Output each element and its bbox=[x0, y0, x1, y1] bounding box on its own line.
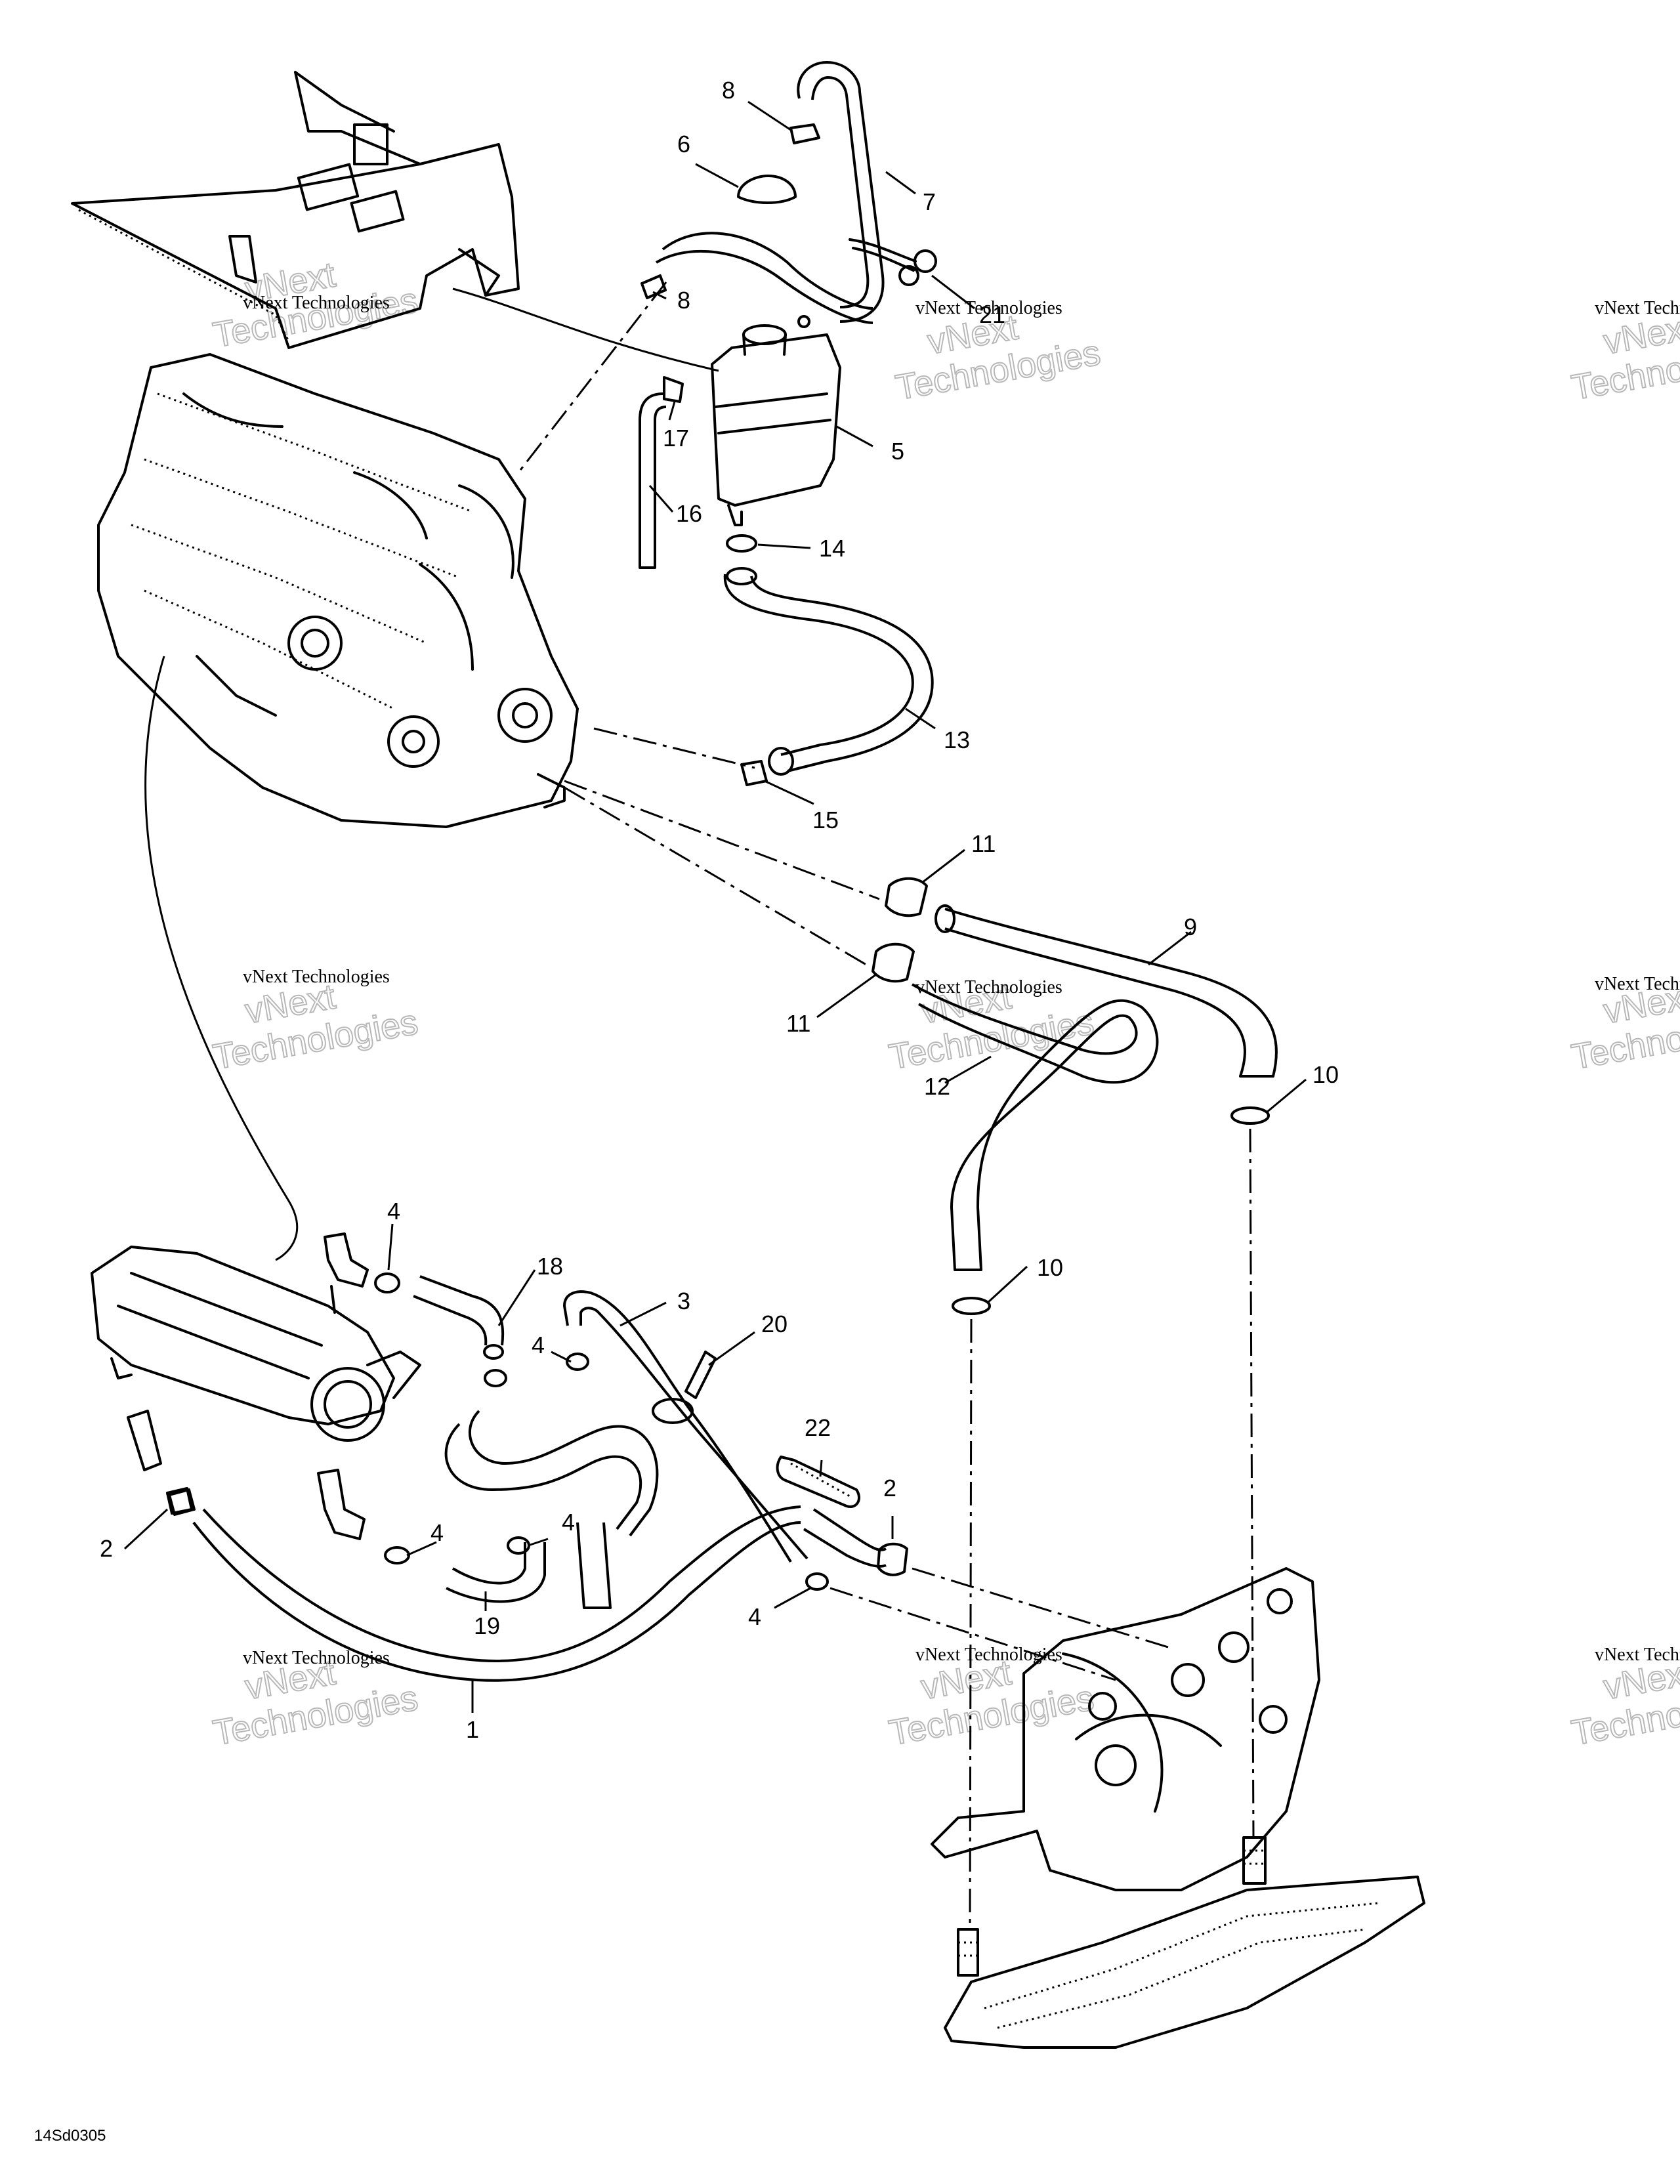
clamp-14-part bbox=[726, 534, 757, 585]
elbow-fitting-top bbox=[324, 1232, 369, 1314]
ride-plate-part bbox=[944, 1876, 1425, 2049]
hose-stub-left bbox=[127, 1410, 193, 1515]
jet-pump-housing-part bbox=[931, 1567, 1320, 1891]
fitting-lower-left bbox=[957, 1928, 979, 1977]
callout-14: 14 bbox=[819, 535, 845, 562]
watermark-small-7: vNext Technologies bbox=[243, 1648, 390, 1668]
clip-20-part bbox=[652, 1351, 717, 1424]
callout-1: 1 bbox=[466, 1716, 479, 1743]
callout-9: 9 bbox=[1184, 914, 1197, 940]
callout-11-lower: 11 bbox=[786, 1010, 810, 1037]
watermark-small-6: vNext Technologies bbox=[1595, 974, 1680, 994]
callout-20: 20 bbox=[761, 1311, 788, 1337]
hose-19-part bbox=[446, 1542, 546, 1603]
callout-4-b: 4 bbox=[532, 1332, 545, 1358]
callout-19: 19 bbox=[474, 1612, 500, 1639]
callout-11-upper: 11 bbox=[971, 830, 996, 857]
callout-10-lower: 10 bbox=[1037, 1254, 1063, 1281]
filter-22-part bbox=[776, 1456, 860, 1508]
clamp-10-lower bbox=[952, 1297, 991, 1315]
elbow-fitting-bottom bbox=[317, 1469, 366, 1540]
callout-8-top: 8 bbox=[722, 77, 735, 104]
callout-2-right: 2 bbox=[883, 1475, 896, 1502]
callout-16: 16 bbox=[676, 500, 702, 527]
hose-9-part bbox=[934, 904, 1278, 1078]
engine-block-part bbox=[97, 353, 579, 828]
coolant-reservoir-part bbox=[711, 315, 841, 526]
callout-2-left: 2 bbox=[100, 1535, 113, 1562]
callout-12: 12 bbox=[924, 1073, 950, 1100]
callout-leaders bbox=[123, 100, 1307, 1713]
engine-cover-part bbox=[71, 71, 520, 349]
callout-22: 22 bbox=[805, 1414, 831, 1441]
vent-hose-7-part bbox=[797, 60, 885, 323]
callout-4-a: 4 bbox=[387, 1198, 400, 1225]
callout-15: 15 bbox=[812, 807, 839, 833]
reservoir-cap-part bbox=[737, 175, 797, 204]
callout-5: 5 bbox=[891, 438, 904, 465]
hose-16-part bbox=[639, 392, 667, 569]
clip-17-part bbox=[663, 376, 684, 403]
drawing-code: 14Sd0305 bbox=[34, 2127, 106, 2145]
hose-clamp-8-top bbox=[789, 123, 820, 144]
fitting-2-left bbox=[168, 1488, 196, 1516]
clamp-11-lower bbox=[872, 942, 915, 983]
exhaust-manifold-part bbox=[91, 1246, 421, 1442]
callout-4-e: 4 bbox=[748, 1603, 761, 1630]
watermark-small-9: vNext Technologies bbox=[1595, 1645, 1680, 1665]
fitting-2-right bbox=[877, 1542, 908, 1576]
callout-17: 17 bbox=[663, 425, 689, 452]
callout-6: 6 bbox=[677, 131, 690, 158]
callout-4-d: 4 bbox=[562, 1509, 575, 1536]
clamp-10-upper bbox=[1230, 1106, 1270, 1125]
fitting-lower-right bbox=[1242, 1836, 1267, 1885]
hose-12-part bbox=[912, 983, 1159, 1271]
callout-13: 13 bbox=[944, 726, 970, 753]
hose-13-part bbox=[723, 574, 934, 776]
watermark-small-2: vNext Technologies bbox=[915, 298, 1062, 318]
callout-21: 21 bbox=[979, 301, 1005, 328]
hose-section-center bbox=[803, 1508, 887, 1568]
hose-1-part bbox=[192, 1505, 801, 1682]
callout-7: 7 bbox=[923, 188, 936, 215]
watermark-small-4: vNext Technologies bbox=[243, 967, 390, 987]
callout-4-c: 4 bbox=[430, 1519, 444, 1546]
large-elbow-hose-part bbox=[444, 1410, 659, 1609]
watermark-small-3: vNext Technologies bbox=[1595, 298, 1680, 318]
hose-18-part bbox=[413, 1275, 505, 1360]
hose-3-part bbox=[562, 1290, 808, 1563]
callout-8-left: 8 bbox=[677, 287, 690, 314]
callout-3: 3 bbox=[677, 1288, 690, 1314]
connection-lines bbox=[144, 282, 1255, 1930]
callout-18: 18 bbox=[537, 1253, 563, 1280]
watermark-small-5: vNext Technologies bbox=[915, 977, 1062, 998]
watermark-layer: vNext Technologies vNext Technologies vN… bbox=[209, 254, 1680, 1754]
callout-10-upper: 10 bbox=[1312, 1061, 1339, 1088]
sensor-wire-21-part bbox=[849, 238, 937, 286]
overflow-hose-part bbox=[655, 232, 873, 324]
hose-clamp-8-left bbox=[640, 274, 667, 299]
callout-labels: 8 6 7 8 21 17 5 16 14 13 15 11 9 11 12 1… bbox=[100, 77, 1339, 1743]
clamp-11-upper bbox=[885, 877, 928, 917]
